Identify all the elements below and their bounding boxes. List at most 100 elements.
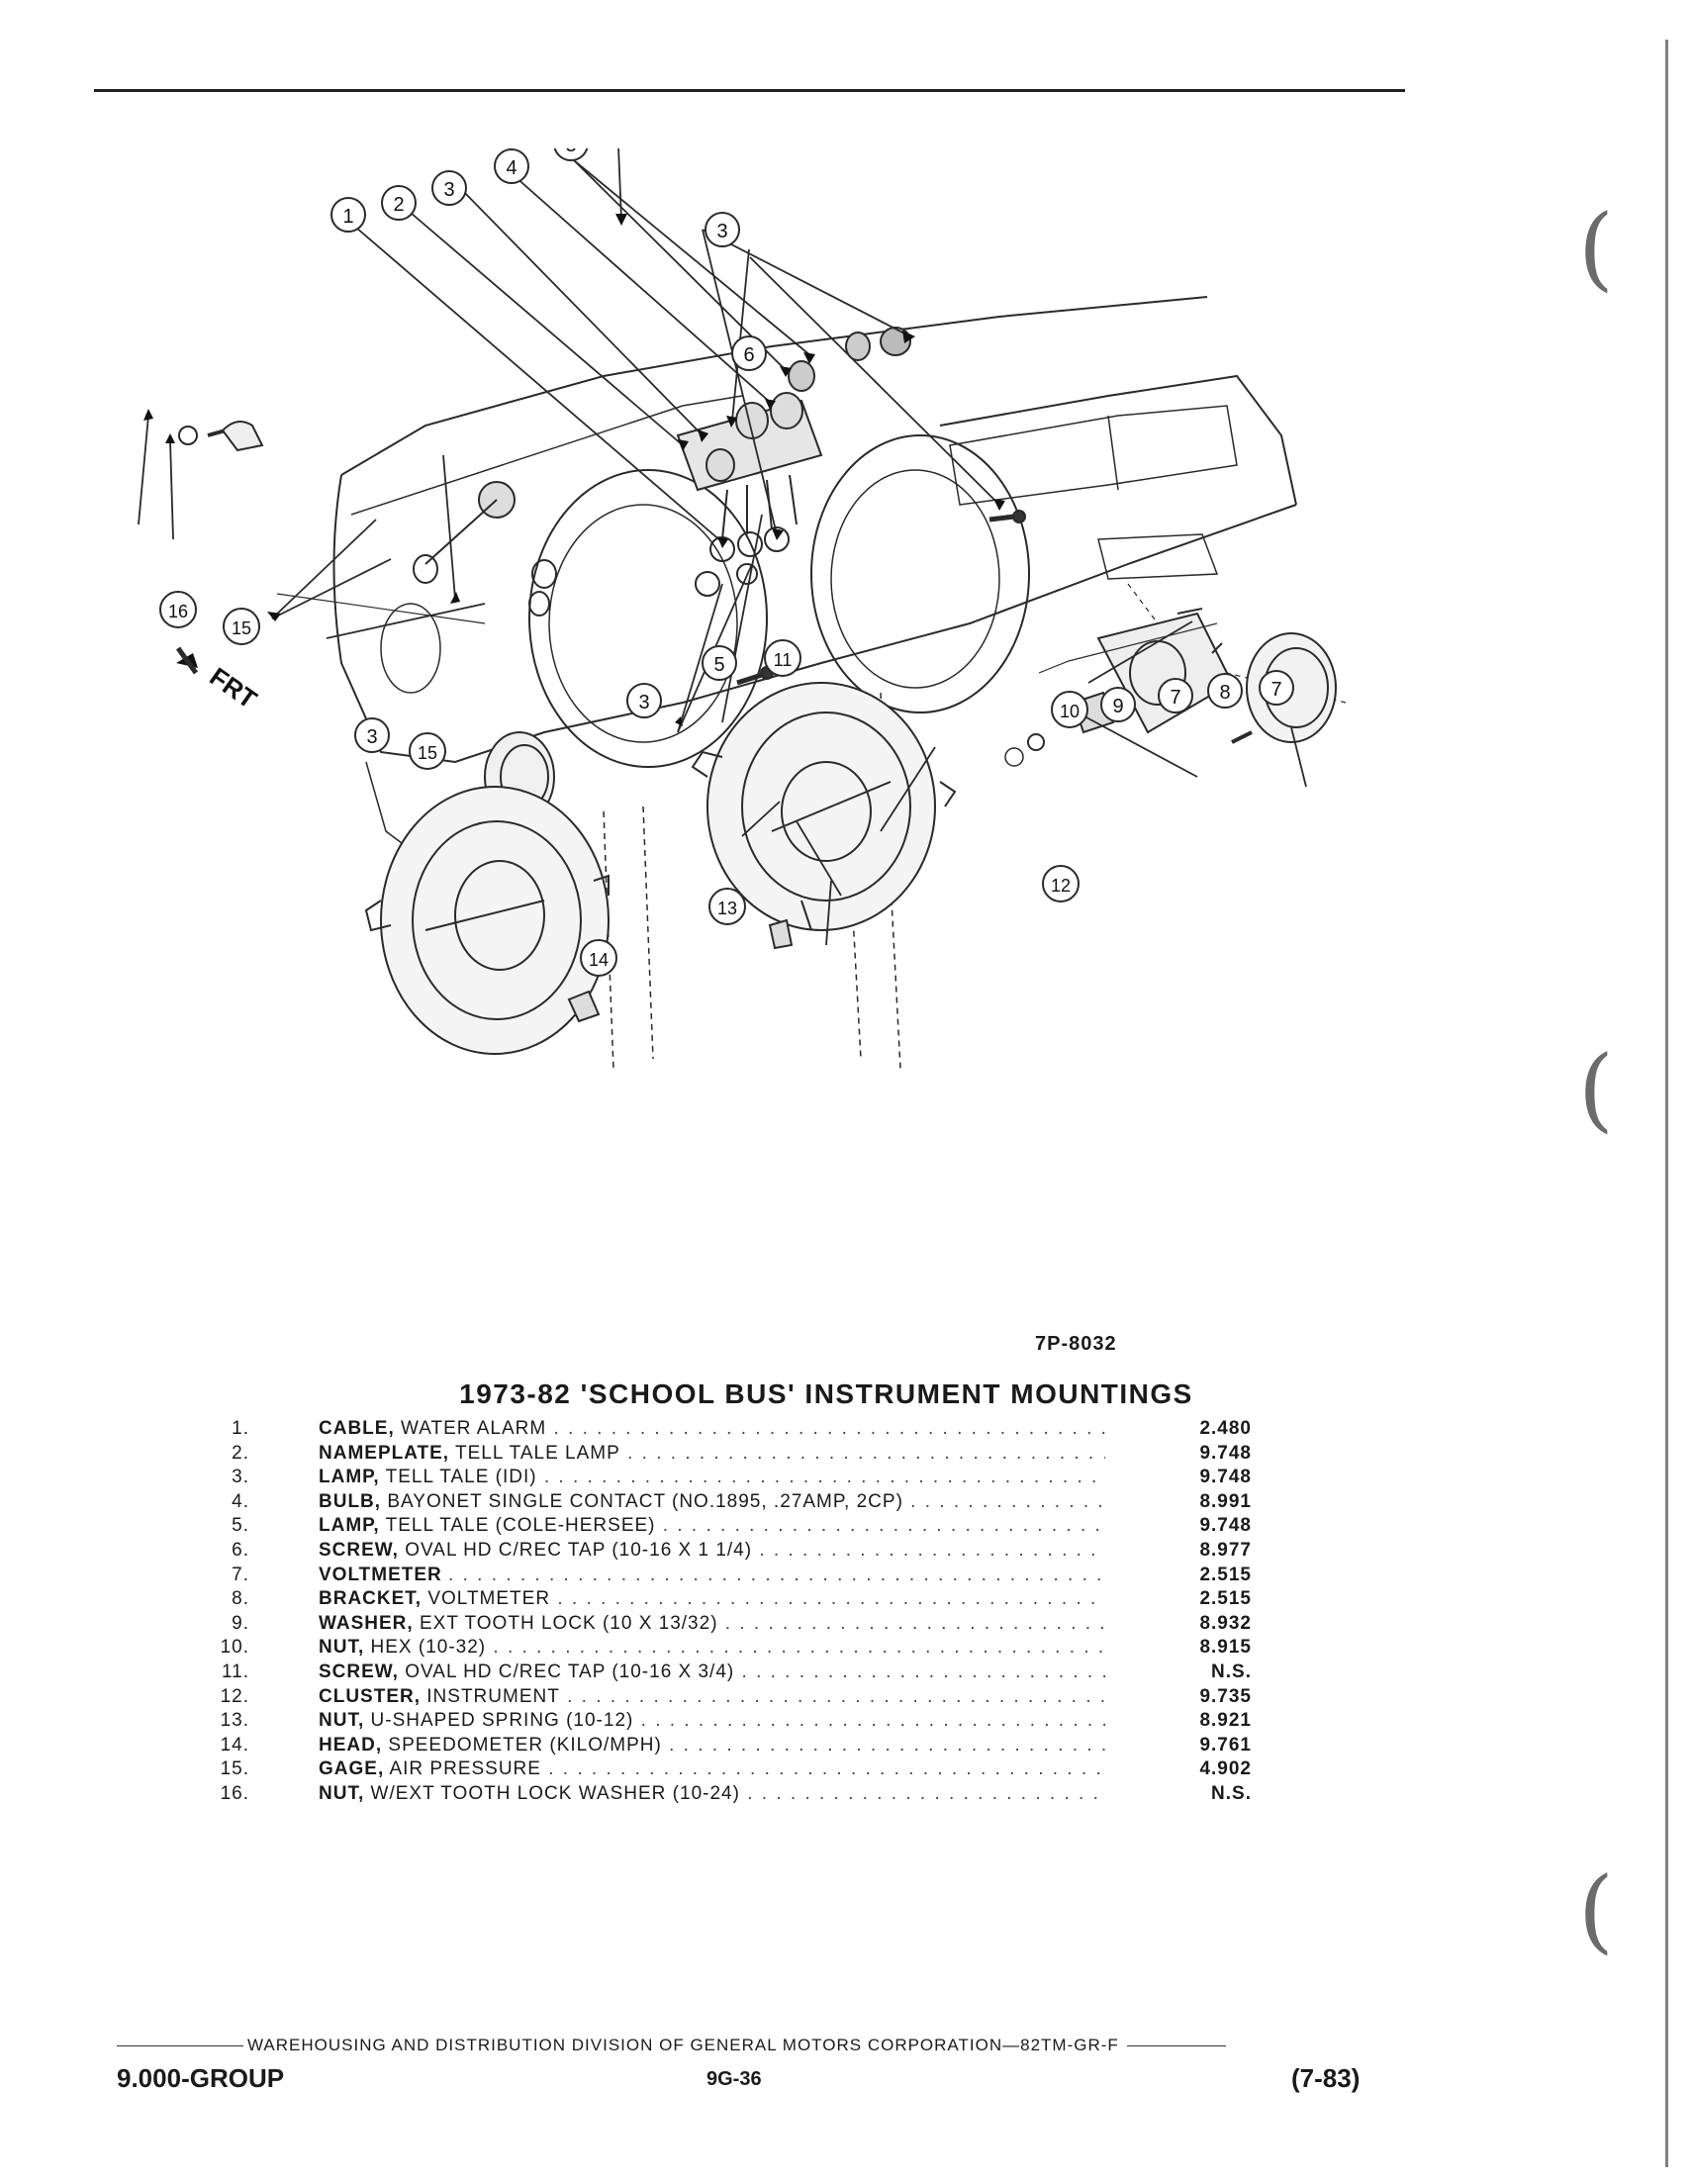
part-detail: W/EXT TOOTH LOCK WASHER (10-24) (370, 1782, 740, 1804)
leader-lines (138, 148, 1307, 946)
callout-2: 2 (393, 194, 404, 216)
part-name: NUT, (319, 1782, 365, 1804)
list-item: 12. CLUSTER, INSTRUMENT 9.735 (198, 1685, 1252, 1710)
part-group-number: 8.977 (1199, 1539, 1252, 1561)
part-description: CLUSTER, INSTRUMENT (319, 1685, 1105, 1710)
part-name: CLUSTER, (319, 1685, 421, 1707)
callout-11: 11 (774, 650, 793, 670)
callout-8: 8 (1219, 682, 1230, 704)
part-name: BRACKET, (319, 1588, 423, 1610)
part-number: 8. (232, 1588, 249, 1610)
part-name: VOLTMETER (319, 1564, 442, 1585)
instrument-cluster (691, 682, 957, 931)
part-detail: U-SHAPED SPRING (10-12) (370, 1710, 634, 1732)
part-group-number: 9.748 (1199, 1467, 1252, 1488)
part-group-number: 9.761 (1199, 1734, 1252, 1756)
leader-arrowheads (143, 214, 1005, 726)
list-item: 15. GAGE, AIR PRESSURE 4.902 (198, 1757, 1252, 1782)
part-group-number: 2.515 (1199, 1564, 1252, 1585)
part-group-number: 9.748 (1199, 1515, 1252, 1537)
list-item: 8.BRACKET, VOLTMETER2.515 (198, 1587, 1252, 1612)
nameplate-and-lamps (413, 327, 911, 617)
callout-16: 16 (168, 602, 188, 621)
callout-6: 6 (743, 344, 754, 366)
callout-13: 13 (717, 899, 737, 918)
list-item: 1. CABLE, WATER ALARM 2.480 (198, 1417, 1252, 1442)
part-number: 2. (232, 1442, 249, 1464)
part-name: SCREW, (319, 1539, 399, 1561)
binder-hole-mark-middle: ( (1578, 1036, 1614, 1142)
callout-3e: 3 (638, 692, 649, 713)
part-detail: BAYONET SINGLE CONTACT (NO.1895, .27AMP,… (387, 1490, 903, 1512)
part-name: NUT, (319, 1710, 365, 1732)
list-item: 6.SCREW, OVAL HD C/REC TAP (10-16 X 1 1/… (198, 1539, 1252, 1564)
part-detail: TELL TALE (COLE-HERSEE) (385, 1515, 656, 1537)
instrument-mounting-diagram: FRT (138, 148, 1347, 1070)
part-detail: HEX (10-32) (370, 1637, 487, 1659)
part-number: 3. (232, 1467, 249, 1488)
footer-division-text: WAREHOUSING AND DISTRIBUTION DIVISION OF… (247, 2036, 1119, 2054)
part-name: GAGE, (319, 1758, 385, 1780)
page-edge (1665, 40, 1668, 2167)
part-description: BULB, BAYONET SINGLE CONTACT (NO.1895, .… (319, 1490, 1105, 1515)
part-description: CABLE, WATER ALARM (319, 1417, 1105, 1442)
part-description: NUT, U-SHAPED SPRING (10-12) (319, 1709, 1105, 1734)
list-item: 4. BULB, BAYONET SINGLE CONTACT (NO.1895,… (198, 1490, 1252, 1515)
part-group-number: 4.902 (1199, 1758, 1252, 1780)
front-arrow: FRT (175, 646, 263, 714)
list-item: 5. LAMP, TELL TALE (COLE-HERSEE) 9.748 (198, 1514, 1252, 1539)
part-detail: SPEEDOMETER (KILO/MPH) (388, 1734, 662, 1756)
callout-3b: 3 (565, 148, 576, 156)
list-item: 9.WASHER, EXT TOOTH LOCK (10 X 13/32)8.9… (198, 1612, 1252, 1637)
callout-4: 4 (506, 157, 517, 179)
footer-division-line: WAREHOUSING AND DISTRIBUTION DIVISION OF… (117, 2036, 1230, 2055)
callout-15a: 15 (232, 618, 251, 638)
list-item: 14.HEAD, SPEEDOMETER (KILO/MPH)9.761 (198, 1734, 1252, 1758)
part-number: 7. (232, 1564, 249, 1585)
part-detail: WATER ALARM (401, 1418, 547, 1439)
part-description: GAGE, AIR PRESSURE (319, 1757, 1105, 1782)
list-item: 13.NUT, U-SHAPED SPRING (10-12)8.921 (198, 1709, 1252, 1734)
part-number: 4. (232, 1490, 249, 1512)
header-rule (94, 89, 1405, 92)
part-description: HEAD, SPEEDOMETER (KILO/MPH) (319, 1734, 1105, 1758)
part-description: VOLTMETER (319, 1564, 1105, 1588)
speedometer-head (364, 786, 610, 1055)
part-group-number: 9.748 (1199, 1442, 1252, 1464)
part-number: 6. (232, 1539, 249, 1561)
parts-list: 1. CABLE, WATER ALARM 2.480 2. NAMEPLATE, T… (198, 1417, 1252, 1807)
part-description: LAMP, TELL TALE (COLE-HERSEE) (319, 1514, 1105, 1539)
part-number: 5. (232, 1515, 249, 1537)
part-group-number: 8.915 (1199, 1637, 1252, 1659)
dash-panel (276, 296, 1347, 1070)
part-number: 9. (232, 1612, 249, 1634)
part-name: CABLE, (319, 1418, 395, 1439)
part-group-number: N.S. (1211, 1782, 1252, 1804)
part-detail: OVAL HD C/REC TAP (10-16 X 3/4) (405, 1661, 735, 1682)
gauge-openings (380, 434, 1030, 768)
part-number: 16. (220, 1782, 249, 1804)
part-number: 1. (232, 1418, 249, 1439)
callout-12: 12 (1051, 876, 1071, 896)
part-name: HEAD, (319, 1734, 383, 1756)
part-number: 12. (220, 1685, 249, 1707)
part-detail: AIR PRESSURE (389, 1758, 541, 1780)
part-description: NUT, HEX (10-32) (319, 1636, 1105, 1661)
part-group-number: 2.480 (1199, 1418, 1252, 1439)
part-name: NUT, (319, 1637, 365, 1659)
callout-5b: 5 (713, 654, 724, 676)
part-number: 15. (220, 1758, 249, 1780)
list-item: 10.NUT, HEX (10-32)8.915 (198, 1636, 1252, 1661)
callout-15b: 15 (418, 743, 437, 763)
callout-10: 10 (1060, 702, 1080, 721)
part-name: NAMEPLATE, (319, 1442, 450, 1464)
part-group-number: 9.735 (1199, 1685, 1252, 1707)
part-name: LAMP, (319, 1515, 380, 1537)
part-description: NUT, W/EXT TOOTH LOCK WASHER (10-24) (319, 1782, 1105, 1807)
part-name: BULB, (319, 1490, 382, 1512)
list-item: 2.NAMEPLATE, TELL TALE LAMP9.748 (198, 1442, 1252, 1467)
front-direction-label: FRT (205, 661, 263, 714)
binder-hole-mark-top: ( (1578, 195, 1614, 301)
part-detail: VOLTMETER (427, 1588, 551, 1610)
part-description: BRACKET, VOLTMETER (319, 1587, 1105, 1612)
